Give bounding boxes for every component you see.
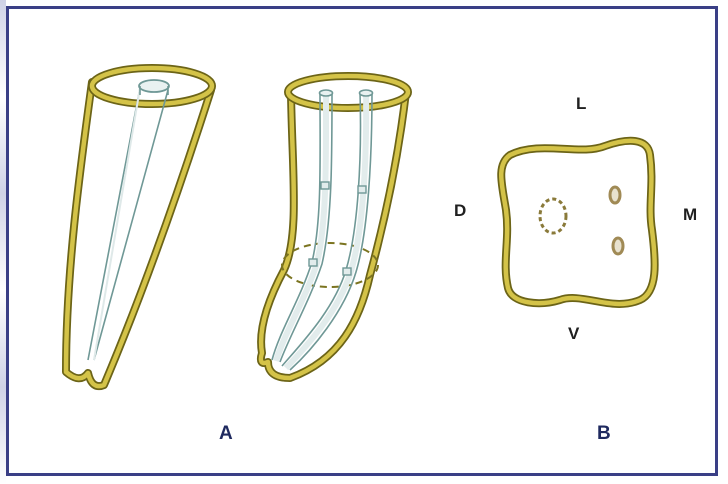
mesial-canal-2 [613,238,623,254]
cross-section-outline [501,141,654,304]
cross-section-dashed-ellipse [282,243,378,287]
canal-marker [343,268,351,275]
root-a-canal-orifice [139,80,169,92]
orientation-label-vestibular: V [568,325,579,342]
orientation-label-mesial: M [683,206,697,223]
canal-marker [358,186,366,193]
root-a-curved [261,76,408,378]
root-a-curved-outline [261,92,406,378]
panel-label-b: B [597,424,611,443]
panel-label-a: A [219,424,233,443]
canal-marker [309,259,317,266]
mesial-canal-1 [610,187,620,203]
canal-marker [321,182,329,189]
orientation-label-lingual: L [576,95,586,112]
orientation-label-distal: D [454,202,466,219]
cross-section-b [501,141,654,304]
root-a [66,68,212,386]
